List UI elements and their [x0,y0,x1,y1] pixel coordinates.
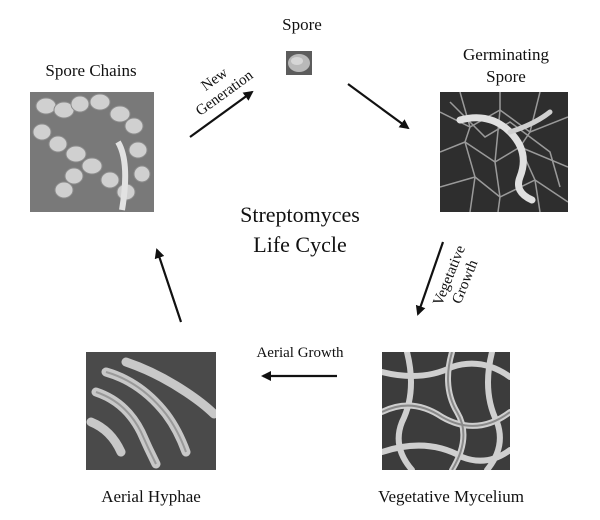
arrow-to-germinating [347,83,410,130]
germinating-spore-image [440,92,568,212]
vegetative-mycelium-micrograph [382,352,510,470]
label-aerial-growth: Aerial Growth [256,345,344,361]
label-spore: Spore [282,15,322,34]
title-line1: Streptomyces [240,202,360,227]
spore-micrograph [286,51,312,75]
aerial-hyphae-micrograph [86,352,216,470]
title-line2: Life Cycle [253,232,347,257]
spore-chains-micrograph [30,92,154,212]
label-germinating-spore-line2: Spore [486,67,526,86]
spore-chains-image [30,92,154,212]
label-vegetative-mycelium: Vegetative Mycelium [378,487,524,506]
diagram-title: Streptomyces Life Cycle [200,200,400,260]
arrow-to-spore-chains [154,248,183,323]
label-aerial-hyphae: Aerial Hyphae [101,487,201,506]
label-germinating-spore-line1: Germinating [463,45,549,64]
spore-image [286,51,312,75]
vegetative-mycelium-image [382,352,510,470]
germinating-spore-micrograph [440,92,568,212]
label-vegetative-growth: Vegetative Growth [424,226,493,331]
aerial-hyphae-image [86,352,216,470]
label-new-generation: New Generation [170,44,271,130]
label-spore-chains: Spore Chains [45,61,137,80]
